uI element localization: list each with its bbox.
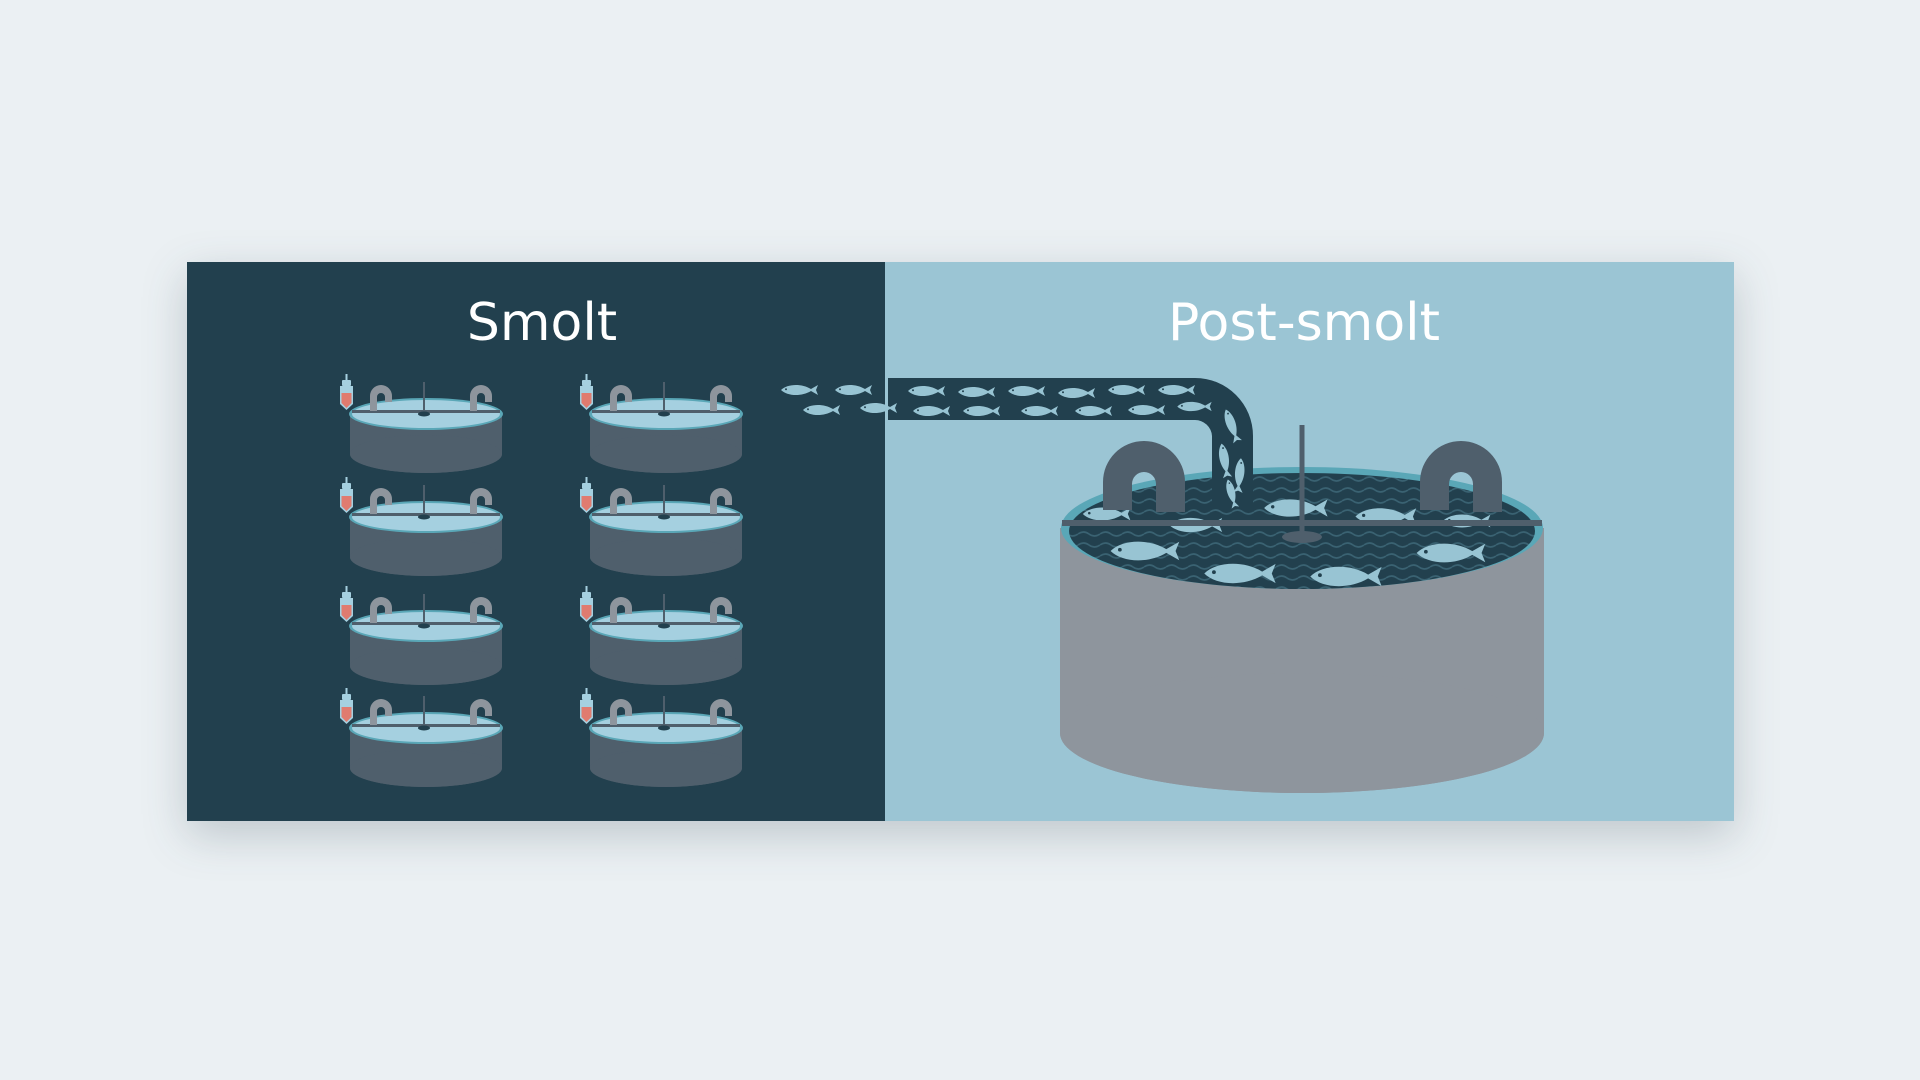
post-smolt-title: Post-smolt (1168, 293, 1440, 353)
smolt-title: Smolt (467, 293, 617, 353)
